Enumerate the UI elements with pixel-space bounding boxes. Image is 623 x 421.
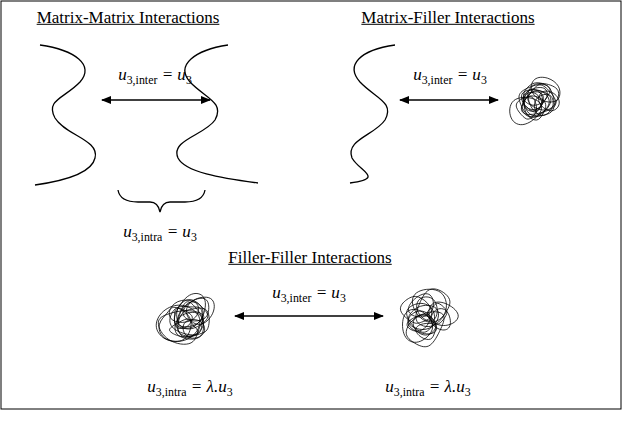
- section-heading: Matrix-Filler Interactions: [361, 8, 534, 28]
- math-symbol: u: [118, 65, 127, 84]
- chain-loop: [524, 96, 546, 120]
- brace: [118, 190, 205, 212]
- subscript: 3: [191, 230, 197, 244]
- subscript: 3: [481, 73, 487, 87]
- equation-label: u3,intra = u3: [123, 222, 197, 244]
- chain-loop: [183, 298, 209, 321]
- math-symbol: u: [147, 377, 156, 396]
- subscript: 3,inter: [281, 291, 312, 305]
- chain-loop: [429, 302, 458, 325]
- subscript: 3,intra: [156, 385, 187, 399]
- filler-particle: [510, 77, 560, 124]
- subscript: 3,intra: [132, 230, 163, 244]
- equation-label: u3,intra = λ.u3: [385, 377, 470, 399]
- subscript: 3: [340, 291, 346, 305]
- equation-label: u3,inter = u3: [118, 65, 192, 87]
- subscript: 3,inter: [422, 73, 453, 87]
- subscript: 3,intra: [394, 385, 425, 399]
- chain-loop: [521, 85, 556, 115]
- filler-particle: [156, 293, 214, 344]
- equation-label: u3,inter = u3: [413, 65, 487, 87]
- polymer-chain: [35, 45, 95, 185]
- double-arrow: [235, 315, 383, 316]
- double-arrow: [400, 99, 498, 100]
- equation-label: u3,intra = λ.u3: [147, 377, 232, 399]
- polymer-chain: [177, 45, 258, 183]
- math-symbol: u: [413, 65, 422, 84]
- subscript: 3,inter: [127, 73, 158, 87]
- chain-loop: [175, 312, 204, 339]
- chain-loop: [528, 92, 543, 111]
- frame-border: [1, 1, 621, 409]
- math-symbol: = u: [157, 65, 185, 84]
- math-symbol: = u: [311, 283, 339, 302]
- double-arrow: [102, 99, 210, 100]
- math-symbol: u: [385, 377, 394, 396]
- equation-label: u3,inter = u3: [272, 283, 346, 305]
- subscript: 3: [186, 73, 192, 87]
- filler-particle: [400, 289, 458, 347]
- section-heading: Matrix-Matrix Interactions: [37, 8, 220, 28]
- polymer-chain: [350, 45, 395, 183]
- chain-loop: [417, 297, 438, 321]
- section-heading: Filler-Filler Interactions: [228, 248, 391, 268]
- math-symbol: u: [272, 283, 281, 302]
- chain-loop: [408, 305, 438, 329]
- math-symbol: = λ.u: [425, 377, 465, 396]
- math-symbol: = u: [162, 222, 190, 241]
- math-symbol: u: [123, 222, 132, 241]
- math-symbol: = u: [452, 65, 480, 84]
- subscript: 3: [465, 385, 471, 399]
- chain-loop: [416, 323, 436, 339]
- math-symbol: = λ.u: [187, 377, 227, 396]
- subscript: 3: [227, 385, 233, 399]
